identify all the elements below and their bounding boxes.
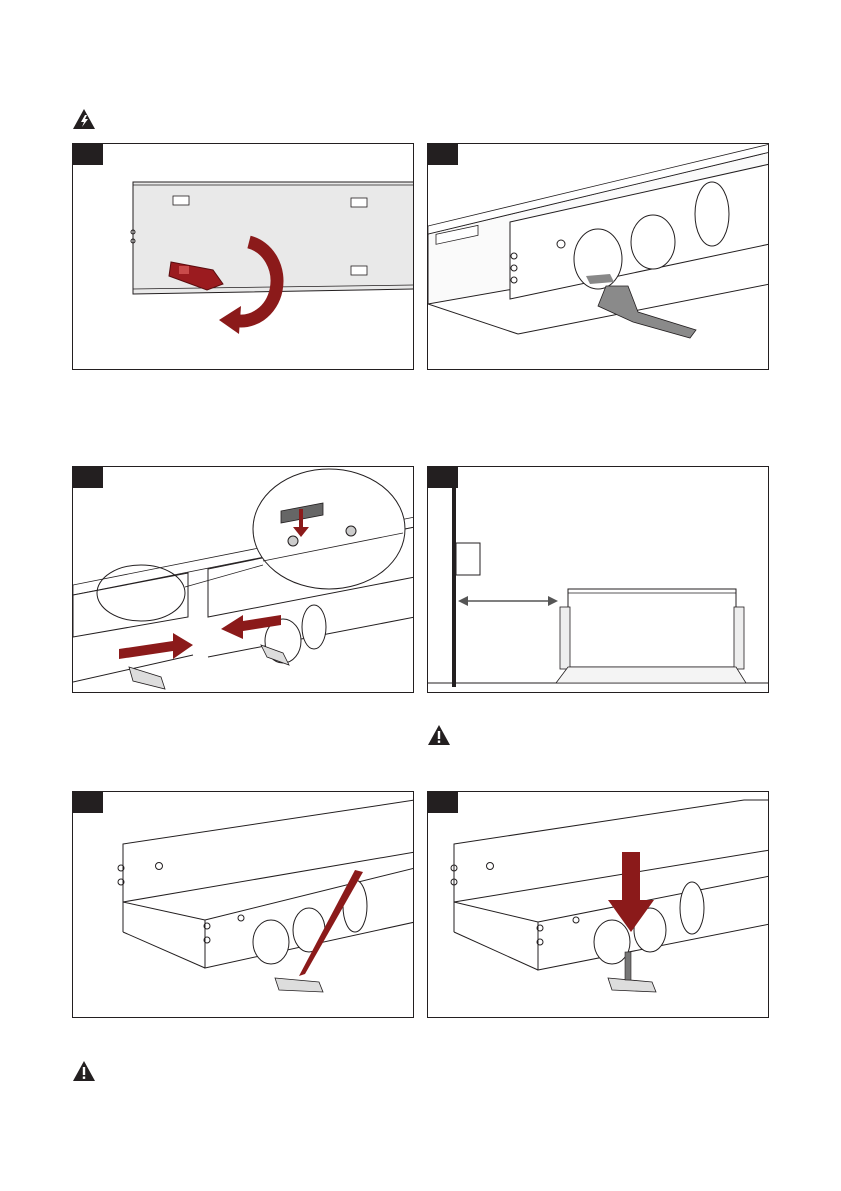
step-4-panel: [427, 466, 769, 693]
step-5-illustration: [73, 792, 414, 1018]
step-number-badge: [428, 792, 458, 813]
step-3-illustration: [73, 467, 414, 693]
step-number-badge: [73, 467, 103, 488]
step-6-panel: [427, 791, 769, 1018]
step-number-badge: [428, 144, 458, 165]
warning-triangle-icon: [427, 724, 451, 746]
warning-triangle-icon: [72, 1060, 96, 1082]
step-number-badge: [73, 792, 103, 813]
electrical-hazard-icon: [72, 108, 96, 130]
step-number-badge: [428, 467, 458, 488]
step-1-panel: [72, 143, 414, 370]
step-1-illustration: [73, 144, 414, 370]
step-5-panel: [72, 791, 414, 1018]
step-3-panel: [72, 466, 414, 693]
step-number-badge: [73, 144, 103, 165]
step-2-panel: [427, 143, 769, 370]
step-2-illustration: [428, 144, 769, 370]
step-6-illustration: [428, 792, 769, 1018]
step-4-illustration: [428, 467, 769, 693]
